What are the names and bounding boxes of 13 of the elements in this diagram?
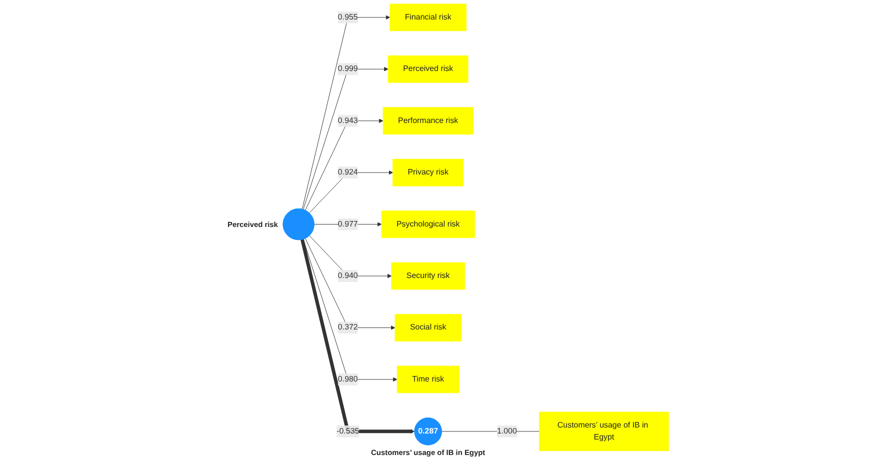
node-box	[539, 412, 669, 452]
node-box	[396, 366, 460, 394]
node-box	[382, 107, 474, 135]
arrow	[300, 239, 415, 434]
node-box	[394, 314, 462, 342]
node-circle	[414, 417, 442, 446]
node-circle	[282, 208, 314, 240]
node-box	[390, 4, 466, 32]
node-box	[392, 158, 464, 186]
connector	[442, 431, 540, 432]
node-box	[391, 262, 465, 290]
node-box	[381, 210, 475, 238]
node-box	[388, 55, 468, 83]
